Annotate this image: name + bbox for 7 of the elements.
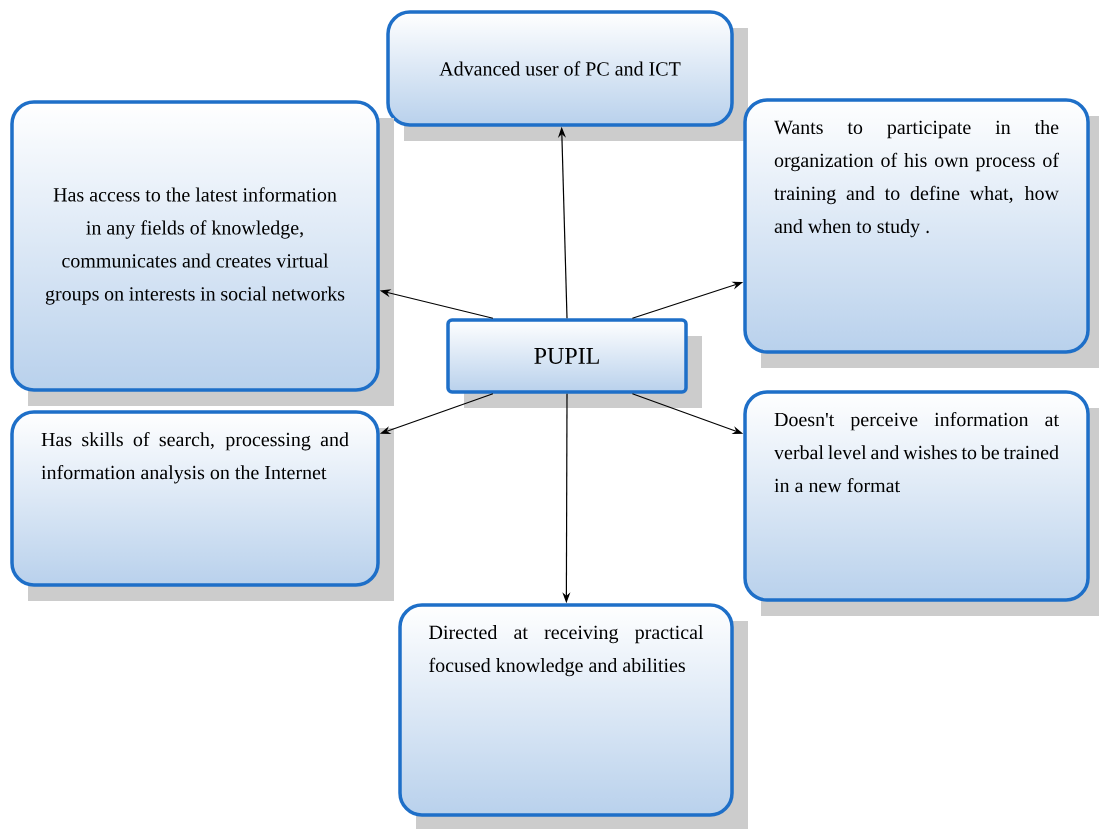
text-box: Has skills of search, processing and information analysis on the Internet	[10, 410, 394, 601]
center-box: PUPIL	[446, 318, 702, 408]
text-box: Has access to the latest information in any fields of knowledge, communicates and creates virtual groups on interests in social networks	[10, 100, 394, 406]
text-box: Directed at receiving practical focused knowledge and abilities	[398, 603, 748, 829]
text-box: Wants to participate in the organization of his own process of training and to define what, how and when to study .	[743, 98, 1099, 368]
text-box: Advanced user of PC and ICT	[386, 10, 748, 141]
text-box: Doesn't perceive information at verbal level and wishes to be trained in a new format	[743, 390, 1099, 616]
